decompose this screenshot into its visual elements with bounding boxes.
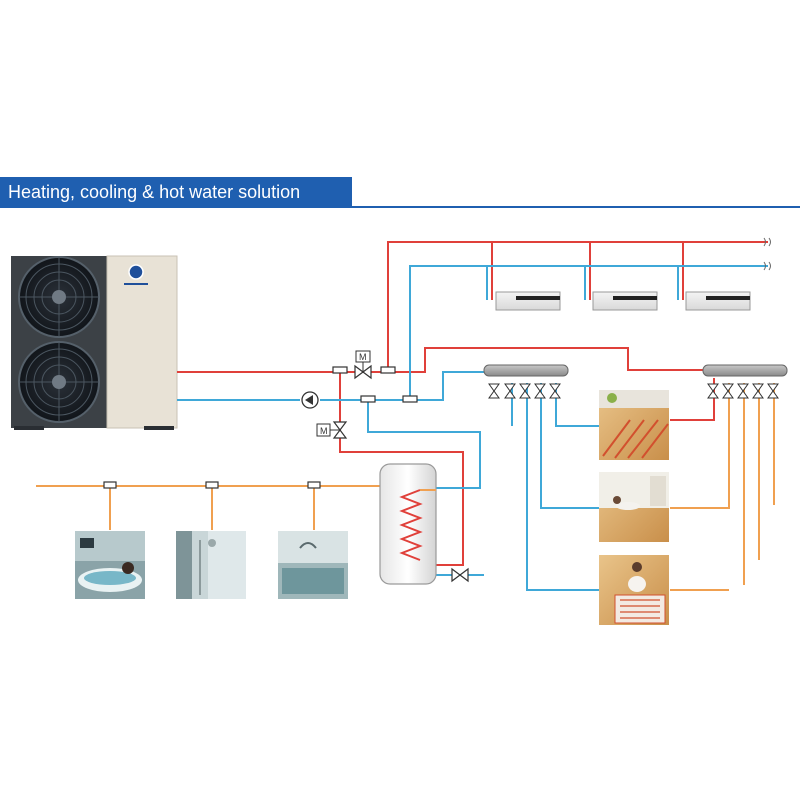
floor-room-photo-1 [599,390,669,460]
fan-top [18,256,100,338]
floor-room-photo-2 [599,472,669,542]
manifold-left [483,364,569,399]
break-mark-icon [763,237,771,271]
tank-heating-coil [399,489,423,561]
tee-fitting-icon [103,366,418,489]
heat-pump-logo-icon [128,264,144,280]
heat-pump-side-panel [106,255,178,429]
manifold-right [702,364,788,399]
cold-return-pipes [177,265,768,591]
motorized-valve-label: M [320,426,328,436]
hot-water-tank [379,463,437,585]
motorized-valve-top: M [354,350,372,380]
tank-outlet-valve-icon [451,567,469,583]
bathtub-photo [75,531,145,599]
circulation-pump-icon [301,391,319,409]
fan-coil-unit-1 [495,291,561,311]
fan-coil-unit-2 [592,291,658,311]
motorized-valve-label: M [359,352,367,362]
page-title: Heating, cooling & hot water solution [0,177,352,208]
hot-supply-pipes [177,241,768,566]
heat-pump-brand-strip [124,283,148,285]
shower-photo [176,531,246,599]
sink-photo [278,531,348,599]
fan-bottom [18,341,100,423]
fan-coil-unit-3 [685,291,751,311]
title-divider [352,206,800,208]
floor-room-photo-3 [599,555,669,625]
heat-pump-unit [11,255,178,430]
motorized-valve-vertical: M [316,421,348,439]
